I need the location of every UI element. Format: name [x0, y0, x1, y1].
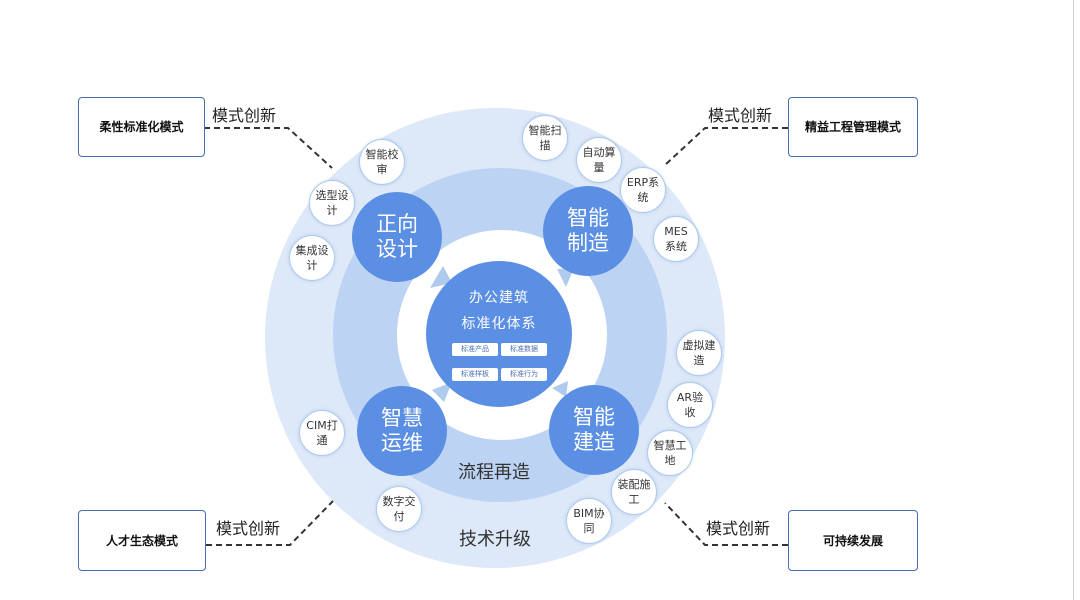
box-sustainable-development: 可持续发展 [788, 510, 918, 571]
arrow-to-manufacturing [557, 268, 574, 287]
box-flexible-standardization: 柔性标准化模式 [78, 97, 205, 157]
label-mode-innovation-top-right: 模式创新 [708, 106, 773, 125]
label-mode-innovation-bottom-left: 模式创新 [216, 519, 281, 538]
tag-standard-sample: 标准样板 [452, 368, 498, 381]
node-smart-review: 智能校审 [359, 139, 405, 185]
arrow-to-operation [432, 382, 452, 402]
node-auto-calculation: 自动算量 [576, 137, 622, 183]
quadrant-label: 正向设计 [376, 212, 418, 261]
node-label: 自动算量 [582, 146, 616, 174]
node-integrated-design: 集成设计 [289, 235, 335, 281]
node-label: BIM协同 [573, 507, 605, 535]
label-mode-innovation-top-left: 模式创新 [212, 106, 277, 125]
node-virtual-construction: 虚拟建造 [676, 330, 722, 376]
quadrant-label: 智能建造 [573, 405, 615, 454]
node-smart-site: 智慧工地 [647, 430, 693, 476]
node-label: 装配施工 [617, 478, 651, 506]
dash-line-top-left [204, 127, 333, 169]
center-title-line1: 办公建筑 [469, 290, 529, 306]
node-label: 智能扫描 [528, 124, 562, 152]
tag-standard-product: 标准产品 [452, 343, 498, 356]
node-smart-scan: 智能扫描 [522, 115, 568, 161]
quadrant-smart-operation: 智慧运维 [357, 386, 447, 476]
node-assembly-construction: 装配施工 [611, 469, 657, 515]
node-label: 智能校审 [365, 148, 399, 176]
node-selection-design: 选型设计 [309, 180, 355, 226]
quadrant-forward-design: 正向设计 [352, 192, 442, 282]
node-label: 选型设计 [315, 189, 349, 217]
tag-standard-behavior: 标准行为 [501, 368, 547, 381]
outer-ring-label: 技术升级 [459, 529, 531, 550]
node-label: ERP系统 [626, 176, 660, 204]
dash-line-bottom-left [206, 500, 334, 546]
middle-ring-label: 流程再造 [458, 462, 530, 483]
quadrant-smart-manufacturing: 智能制造 [543, 186, 633, 276]
node-label: 虚拟建造 [682, 339, 716, 367]
node-label: 智慧工地 [653, 439, 687, 467]
dash-line-top-right [664, 127, 788, 166]
box-lean-management: 精益工程管理模式 [788, 97, 918, 157]
node-label: AR验收 [676, 391, 704, 419]
node-bim-collaboration: BIM协同 [566, 498, 612, 544]
tag-standard-data: 标准数据 [501, 343, 547, 356]
node-label: 数字交付 [382, 495, 416, 523]
center-circle: 办公建筑 标准化体系 标准产品 标准数据 标准样板 标准行为 [426, 261, 572, 407]
node-label: MES系统 [664, 225, 688, 253]
dash-line-bottom-right [664, 502, 788, 546]
node-erp-system: ERP系统 [620, 167, 666, 213]
node-digital-delivery: 数字交付 [376, 486, 422, 532]
node-mes-system: MES系统 [653, 216, 699, 262]
arrow-to-construction [552, 381, 568, 397]
label-mode-innovation-bottom-right: 模式创新 [706, 519, 771, 538]
center-title-line2: 标准化体系 [461, 316, 537, 332]
node-ar-acceptance: AR验收 [667, 382, 713, 428]
node-label: CIM打通 [306, 419, 338, 447]
quadrant-label: 智慧运维 [381, 406, 423, 455]
node-label: 集成设计 [295, 244, 329, 272]
quadrant-label: 智能制造 [567, 206, 609, 255]
node-cim-connection: CIM打通 [299, 410, 345, 456]
box-talent-ecosystem: 人才生态模式 [78, 510, 206, 571]
frame-border [1073, 0, 1074, 600]
quadrant-smart-construction: 智能建造 [549, 385, 639, 475]
